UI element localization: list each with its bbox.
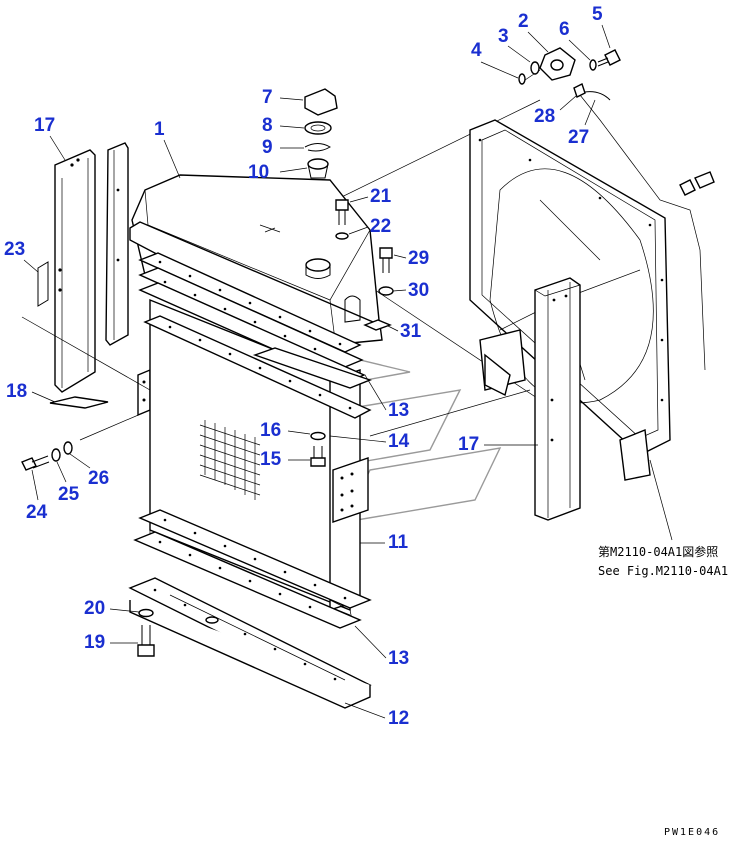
pressure-valve-assembly: [518, 47, 715, 196]
callout-1: 1: [154, 119, 165, 140]
callout-31: 31: [400, 321, 422, 342]
callout-9: 9: [262, 137, 273, 158]
callout-19: 19: [84, 632, 105, 653]
callout-25: 25: [58, 484, 80, 505]
callout-13-upper: 13: [388, 400, 409, 421]
callout-20: 20: [84, 598, 105, 619]
callout-21: 21: [370, 186, 392, 207]
bolts-top-right: [335, 199, 394, 331]
callout-12: 12: [388, 708, 409, 729]
callout-11: 11: [388, 532, 409, 553]
side-bracket-left: [37, 142, 129, 393]
callout-28: 28: [534, 106, 555, 127]
callout-26: 26: [88, 468, 109, 489]
callout-13-lower: 13: [388, 648, 409, 669]
callout-6: 6: [559, 19, 570, 40]
figure-reference-note: 第M2110-04A1図参照 See Fig.M2110-04A1: [598, 459, 728, 578]
callout-24: 24: [26, 502, 48, 523]
callout-14: 14: [388, 431, 410, 452]
callout-8: 8: [262, 115, 273, 136]
bolt-washer-bottom: [137, 608, 155, 657]
callout-10: 10: [248, 162, 269, 183]
callout-17-right: 17: [458, 434, 479, 455]
radiator-lower-tank: [128, 509, 372, 709]
bolt-washer-center: [310, 431, 326, 467]
callout-27: 27: [568, 127, 589, 148]
callout-23: 23: [4, 239, 25, 260]
callout-16: 16: [260, 420, 281, 441]
callout-15: 15: [260, 449, 282, 470]
gaskets-upper: [138, 252, 373, 419]
callout-2: 2: [518, 11, 529, 32]
reference-japanese: 第M2110-04A1図参照: [598, 544, 718, 559]
bolt-washers-lower-left: [21, 441, 73, 471]
callout-17-left: 17: [34, 115, 55, 136]
callout-5: 5: [592, 4, 603, 25]
drawing-code: PW1E046: [664, 827, 720, 838]
callout-29: 29: [408, 248, 429, 269]
callout-3: 3: [498, 26, 509, 47]
callout-7: 7: [262, 87, 273, 108]
callout-22: 22: [370, 216, 391, 237]
reference-english: See Fig.M2110-04A1: [598, 564, 728, 578]
callout-labels: 1 2 3 4 5 6 7 8 9 10 11 12 13 13 14 15 1…: [4, 4, 611, 729]
callout-18: 18: [6, 381, 27, 402]
radiator-upper-tank: [129, 174, 383, 346]
radiator-cap-parts: [304, 88, 338, 179]
side-bracket-right: [534, 277, 581, 521]
callout-4: 4: [471, 40, 482, 61]
callout-30: 30: [408, 280, 429, 301]
